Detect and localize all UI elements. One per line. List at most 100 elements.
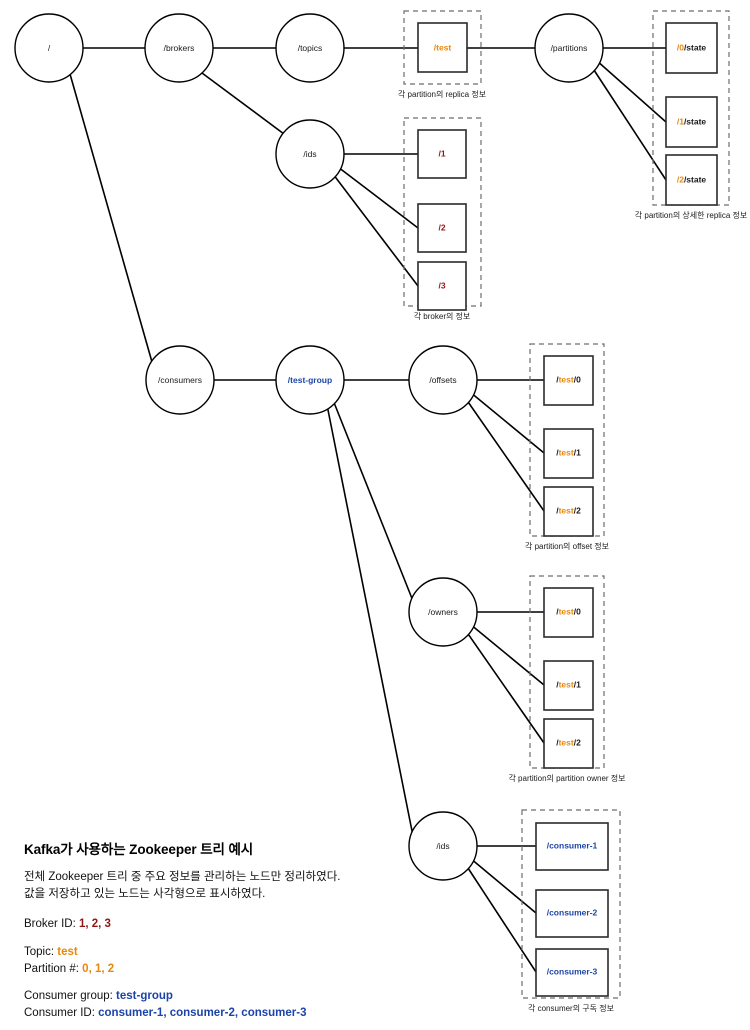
- edges: [69, 47, 667, 973]
- edge-testgroup-consumerids: [325, 399, 414, 837]
- box-owner-0[interactable]: [543, 587, 594, 638]
- legend-consumer-id-value: consumer-1, consumer-2, consumer-3: [98, 1007, 307, 1020]
- node-brokers[interactable]: [144, 13, 214, 83]
- box-owner-0-label: /test/0: [556, 607, 581, 617]
- box-broker-3-label: /3: [438, 281, 445, 291]
- box-owner-2[interactable]: [543, 718, 594, 769]
- box-broker-2-label: /2: [438, 223, 445, 233]
- box-owner-2-label: /test/2: [556, 738, 581, 748]
- box-partition-state-2-label: /2/state: [677, 175, 707, 185]
- box-owner-1[interactable]: [543, 660, 594, 711]
- legend-consumer-id-row: Consumer ID: consumer-1, consumer-2, con…: [24, 1005, 424, 1022]
- caption-consumers: 각 consumer의 구독 정보: [528, 1003, 614, 1013]
- node-root-label: /: [48, 43, 51, 53]
- edge-brokers-ids: [201, 72, 285, 135]
- box-partition-state-0[interactable]: [665, 22, 718, 74]
- legend-topic-value: test: [57, 946, 78, 959]
- node-consumer-ids[interactable]: [408, 811, 478, 881]
- caption-offsets: 각 partition의 offset 정보: [525, 541, 609, 551]
- box-consumer-1-label: /consumer-1: [547, 841, 598, 851]
- box-broker-2[interactable]: [417, 203, 467, 253]
- legend-title: Kafka가 사용하는 Zookeeper 트리 예시: [24, 842, 254, 857]
- legend-consumer-group-row: Consumer group: test-group: [24, 988, 424, 1005]
- legend-partition-value: 0, 1, 2: [82, 962, 115, 975]
- node-broker-ids-label: /ids: [303, 149, 316, 159]
- node-brokers-label: /brokers: [164, 43, 195, 53]
- legend-desc-line-2: 값을 저장하고 있는 노드는 사각형으로 표시하였다.: [24, 887, 266, 900]
- legend-topic-label: Topic:: [24, 946, 58, 959]
- group-containers: [403, 10, 730, 999]
- edge-owners-box2: [465, 630, 545, 744]
- captions: 각 partition의 replica 정보 각 partition의 상세한…: [398, 89, 747, 1013]
- node-topics[interactable]: [275, 13, 345, 83]
- node-test-group-label: /test-group: [288, 375, 332, 385]
- legend-consumer-group-value: test-group: [116, 990, 173, 1003]
- node-offsets[interactable]: [408, 345, 478, 415]
- value-boxes: /test /0/state /1/state /2/state /1 /2 /…: [417, 22, 718, 997]
- box-partition-state-1[interactable]: [665, 96, 718, 148]
- box-offset-0-label: /test/0: [556, 375, 581, 385]
- edge-ids-broker2: [337, 166, 419, 229]
- edge-root-consumers: [69, 73, 153, 363]
- legend-panel: Kafka가 사용하는 Zookeeper 트리 예시 전체 Zookeeper…: [24, 838, 424, 1022]
- legend-consumer-group-label: Consumer group:: [24, 990, 117, 1003]
- edge-offsets-box1: [469, 391, 545, 454]
- legend-broker-id-value: 1, 2, 3: [78, 918, 111, 931]
- node-offsets-label: /offsets: [429, 375, 456, 385]
- box-owner-1-label: /test/1: [556, 680, 581, 690]
- box-consumer-3-label: /consumer-3: [547, 967, 598, 977]
- box-topic-test-label: /test: [434, 43, 452, 53]
- node-partitions-label: /partitions: [551, 43, 588, 53]
- caption-topic-test: 각 partition의 replica 정보: [398, 89, 486, 99]
- box-partition-state-1-label: /1/state: [677, 117, 707, 127]
- node-broker-ids[interactable]: [275, 119, 345, 189]
- box-consumer-2[interactable]: [535, 889, 609, 938]
- legend-desc-line-1: 전체 Zookeeper 트리 중 주요 정보를 관리하는 노드만 정리하였다.: [24, 871, 341, 883]
- legend-description: 전체 Zookeeper 트리 중 주요 정보를 관리하는 노드만 정리하였다.…: [24, 869, 424, 902]
- legend-broker-id-label: Broker ID:: [24, 918, 79, 931]
- box-consumer-1[interactable]: [535, 822, 609, 871]
- node-test-group[interactable]: [275, 345, 345, 415]
- legend-broker-id-row: Broker ID: 1, 2, 3: [24, 916, 424, 933]
- caption-partition-states: 각 partition의 상세한 replica 정보: [635, 210, 747, 220]
- group-box-consumers: [521, 809, 621, 999]
- edge-offsets-box2: [465, 398, 545, 512]
- node-partitions[interactable]: [534, 13, 604, 83]
- box-offset-2-label: /test/2: [556, 506, 581, 516]
- edge-partitions-state1: [595, 59, 667, 123]
- group-box-offsets: [529, 343, 605, 537]
- caption-owners: 각 partition의 partition owner 정보: [508, 773, 625, 783]
- legend-spacer-2: [24, 977, 424, 988]
- box-broker-3[interactable]: [417, 261, 467, 311]
- legend-partition-label: Partition #:: [24, 962, 83, 975]
- caption-broker-ids: 각 broker의 정보: [414, 311, 471, 321]
- node-root[interactable]: [14, 13, 84, 83]
- box-offset-2[interactable]: [543, 486, 594, 537]
- node-consumers[interactable]: [145, 345, 215, 415]
- box-consumer-3[interactable]: [535, 948, 609, 997]
- group-box-owners: [529, 575, 605, 769]
- box-offset-1[interactable]: [543, 428, 594, 479]
- box-partition-state-0-label: /0/state: [677, 43, 707, 53]
- box-partition-state-2[interactable]: [665, 154, 718, 206]
- edge-testgroup-owners: [330, 394, 414, 602]
- box-topic-test[interactable]: [417, 22, 468, 73]
- box-offset-1-label: /test/1: [556, 448, 581, 458]
- edge-partitions-state2: [591, 66, 667, 181]
- edge-ids-broker3: [332, 173, 419, 287]
- group-box-broker-ids: [403, 117, 482, 307]
- edge-consumerids-box2: [465, 864, 537, 973]
- edge-owners-box1: [469, 623, 545, 686]
- box-consumer-2-label: /consumer-2: [547, 908, 598, 918]
- node-consumer-ids-label: /ids: [436, 841, 449, 851]
- legend-consumer-id-label: Consumer ID:: [24, 1007, 99, 1020]
- nodes: / /brokers /topics /partitions /ids /con…: [14, 13, 604, 881]
- legend-topic-row: Topic: test: [24, 944, 424, 961]
- node-owners[interactable]: [408, 577, 478, 647]
- node-consumers-label: /consumers: [158, 375, 202, 385]
- box-offset-0[interactable]: [543, 355, 594, 406]
- box-broker-1[interactable]: [417, 129, 467, 179]
- box-broker-1-label: /1: [438, 149, 445, 159]
- group-box-topic-test: [403, 10, 482, 85]
